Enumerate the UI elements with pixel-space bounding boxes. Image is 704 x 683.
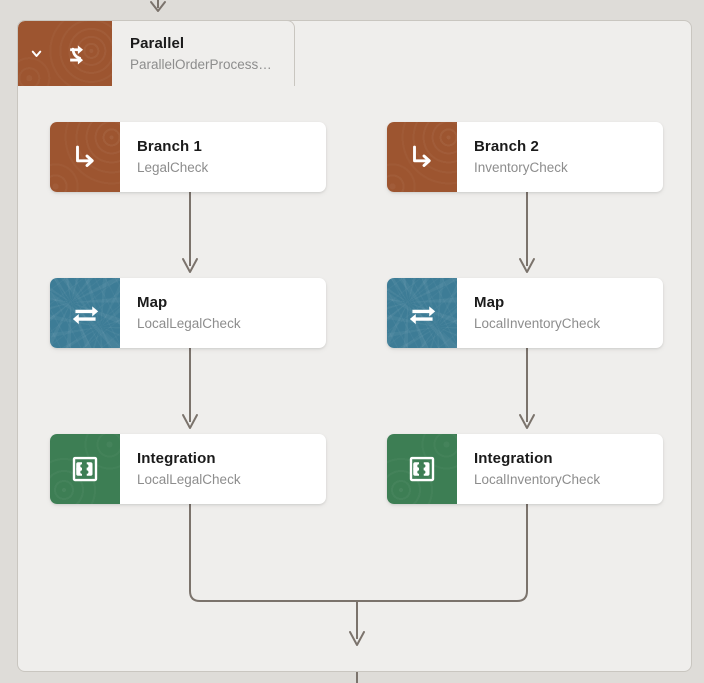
- node-subtitle: InventoryCheck: [474, 160, 568, 175]
- parallel-group-title: Parallel: [130, 34, 185, 52]
- node-branch-1[interactable]: Branch 1 LegalCheck: [50, 122, 326, 192]
- node-title: Integration: [474, 450, 553, 467]
- map-exchange-icon: [50, 278, 120, 348]
- chevron-down-icon[interactable]: [22, 46, 50, 61]
- connector-inbound-to-group: [150, 0, 166, 12]
- node-title: Branch 1: [137, 138, 202, 155]
- node-title: Branch 2: [474, 138, 539, 155]
- integration-puzzle-icon: [50, 434, 120, 504]
- node-integration-right-body: Integration LocalInventoryCheck: [457, 434, 663, 504]
- node-title: Map: [474, 294, 505, 311]
- node-integration-left-body: Integration LocalLegalCheck: [120, 434, 326, 504]
- node-subtitle: LocalInventoryCheck: [474, 316, 601, 331]
- node-branch-2[interactable]: Branch 2 InventoryCheck: [387, 122, 663, 192]
- parallel-group-labels: Parallel ParallelOrderProcess…: [112, 21, 294, 86]
- parallel-group-icon-tile: [18, 21, 112, 86]
- branch-arrow-icon: [50, 122, 120, 192]
- node-branch-2-body: Branch 2 InventoryCheck: [457, 122, 663, 192]
- branch-arrow-icon: [387, 122, 457, 192]
- node-title: Integration: [137, 450, 216, 467]
- node-integration-left[interactable]: Integration LocalLegalCheck: [50, 434, 326, 504]
- node-subtitle: LocalInventoryCheck: [474, 472, 601, 487]
- node-map-left-body: Map LocalLegalCheck: [120, 278, 326, 348]
- node-map-right-body: Map LocalInventoryCheck: [457, 278, 663, 348]
- map-exchange-icon: [387, 278, 457, 348]
- node-map-right[interactable]: Map LocalInventoryCheck: [387, 278, 663, 348]
- parallel-group-header[interactable]: Parallel ParallelOrderProcess…: [17, 20, 295, 86]
- node-title: Map: [137, 294, 168, 311]
- node-map-left[interactable]: Map LocalLegalCheck: [50, 278, 326, 348]
- integration-puzzle-icon: [387, 434, 457, 504]
- parallel-group-subtitle: ParallelOrderProcess…: [130, 56, 272, 72]
- node-subtitle: LocalLegalCheck: [137, 316, 241, 331]
- node-subtitle: LocalLegalCheck: [137, 472, 241, 487]
- node-subtitle: LegalCheck: [137, 160, 209, 175]
- node-integration-right[interactable]: Integration LocalInventoryCheck: [387, 434, 663, 504]
- parallel-split-icon: [50, 38, 112, 69]
- node-branch-1-body: Branch 1 LegalCheck: [120, 122, 326, 192]
